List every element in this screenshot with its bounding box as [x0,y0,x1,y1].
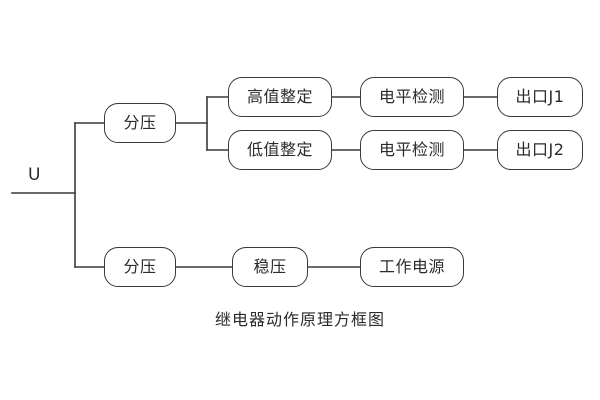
node-label-output_j2: 出口J2 [515,140,565,159]
input-voltage-label: U [28,165,41,185]
diagram-caption: 继电器动作原理方框图 [214,310,385,329]
node-divider_top[interactable]: 分压 [104,103,176,143]
node-output_j2[interactable]: 出口J2 [497,130,583,170]
node-label-output_j1: 出口J1 [515,87,565,106]
node-divider_bot[interactable]: 分压 [104,247,176,287]
node-high_set[interactable]: 高值整定 [228,77,332,117]
node-regulator[interactable]: 稳压 [232,247,308,287]
node-work_supply[interactable]: 工作电源 [360,247,464,287]
node-low_set[interactable]: 低值整定 [228,130,332,170]
node-label-level_detect2: 电平检测 [378,140,445,159]
node-label-regulator: 稳压 [253,257,287,276]
node-level_detect2[interactable]: 电平检测 [360,130,464,170]
node-output_j1[interactable]: 出口J1 [497,77,583,117]
node-label-divider_top: 分压 [123,113,157,132]
node-label-high_set: 高值整定 [246,87,313,106]
node-label-level_detect1: 电平检测 [378,87,445,106]
node-label-work_supply: 工作电源 [378,257,445,276]
node-label-divider_bot: 分压 [123,257,157,276]
node-level_detect1[interactable]: 电平检测 [360,77,464,117]
node-label-low_set: 低值整定 [246,140,313,159]
